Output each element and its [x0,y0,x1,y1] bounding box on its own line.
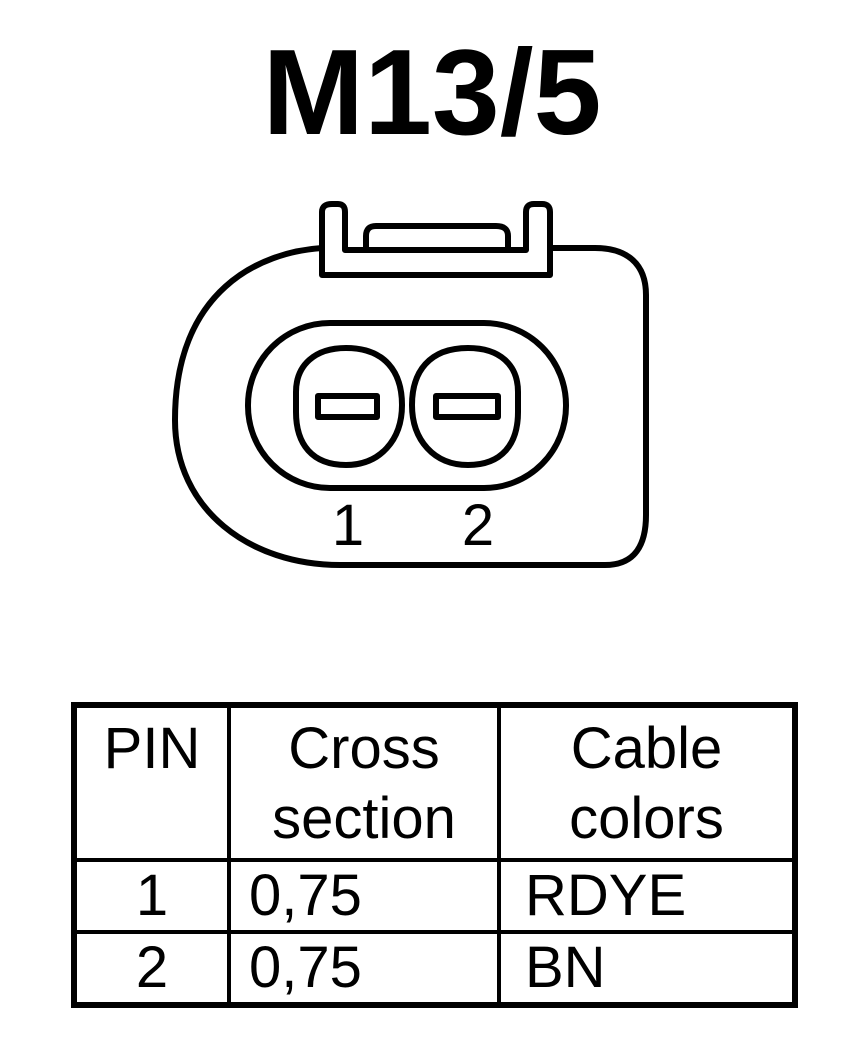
cell-cable-color: RDYE [497,858,797,934]
connector-latch [319,201,553,278]
pin-1-socket [293,345,405,468]
connector-title: M13/5 [262,24,602,160]
header-cross-section-line1: Cross [288,716,440,781]
cell-cross-section: 0,75 [227,930,501,1007]
connector-latch-bar [363,223,511,253]
connector-diagram: 1 2 [172,201,649,568]
table-header-row: PIN Cross section Cable colors [72,703,797,862]
connector-housing [172,245,649,568]
table-row: 2 0,75 BN [72,930,797,1007]
header-pin-label: PIN [103,716,201,781]
pin-2-slot [433,393,501,420]
pin-label-1: 1 [332,493,364,558]
pin-2-socket [409,345,521,468]
header-cross-section: Cross section [227,703,501,862]
cell-cable-color: BN [497,930,797,1007]
cell-cross-section: 0,75 [227,858,501,934]
cell-pin: 1 [72,858,231,934]
header-cable-colors-line1: Cable [570,716,723,781]
pin-assignment-table: PIN Cross section Cable colors 1 0,75 RD… [71,702,798,1008]
header-cable-colors-line2: colors [569,786,724,851]
header-cross-section-line2: section [272,786,456,851]
pin-1-slot [315,393,380,420]
table-row: 1 0,75 RDYE [72,858,797,934]
cell-pin: 2 [72,930,231,1007]
header-pin: PIN [72,703,231,862]
pin-label-2: 2 [462,493,494,558]
pin-cavity [245,320,569,491]
header-cable-colors: Cable colors [497,703,797,862]
